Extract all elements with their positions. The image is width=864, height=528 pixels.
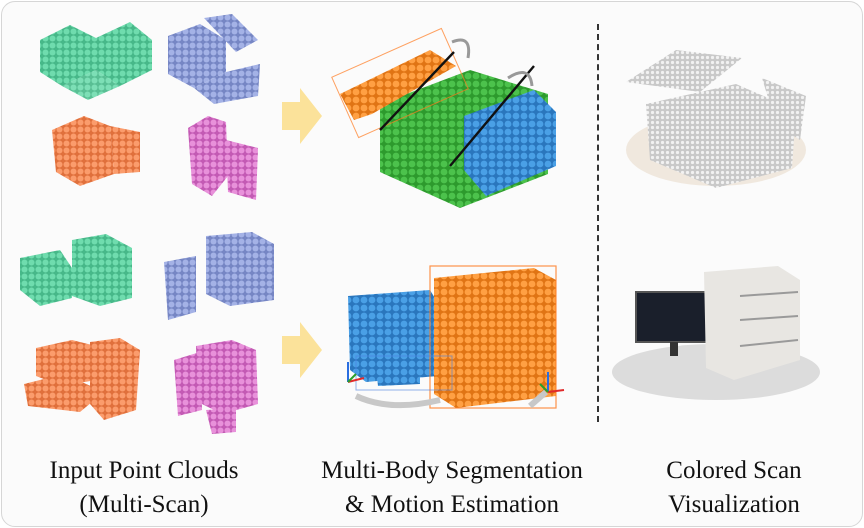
caption-input-line1: Input Point Clouds [49,457,239,484]
caption-scan-line1: Colored Scan [666,457,802,484]
colored-scan-cabinet [612,266,820,400]
column-separator [597,24,599,422]
caption-scan-line2: Visualization [668,491,800,518]
caption-scan: Colored Scan Visualization [618,454,850,522]
input-lilac-box-1 [168,14,260,104]
rotation-arrow-icon [451,38,471,59]
flow-arrow-icon [282,322,322,378]
flow-arrow-icon [354,393,441,409]
input-teal-box-2 [20,234,132,306]
segmentation-cabinet-bottom [348,265,557,409]
flow-arrow-icon [528,389,548,409]
input-orange-box-1 [52,116,140,186]
caption-input-line2: (Multi-Scan) [79,491,209,518]
caption-seg-line1: Multi-Body Segmentation [321,457,583,484]
segmentation-box-top [331,27,556,208]
input-orange-box-2 [24,338,140,420]
axes-icon [539,372,565,393]
rotation-arrow-icon [507,71,534,87]
caption-input: Input Point Clouds (Multi-Scan) [8,454,280,522]
axes-icon [347,362,365,383]
input-pink-box-1 [188,116,258,200]
caption-segmentation: Multi-Body Segmentation & Motion Estimat… [296,454,608,522]
input-teal-box-1 [40,22,152,100]
input-pink-box-2 [174,340,258,434]
colored-scan-box [626,50,806,188]
flow-arrow-icon [282,88,322,144]
input-lilac-box-2 [164,232,274,320]
caption-seg-line2: & Motion Estimation [345,491,559,518]
